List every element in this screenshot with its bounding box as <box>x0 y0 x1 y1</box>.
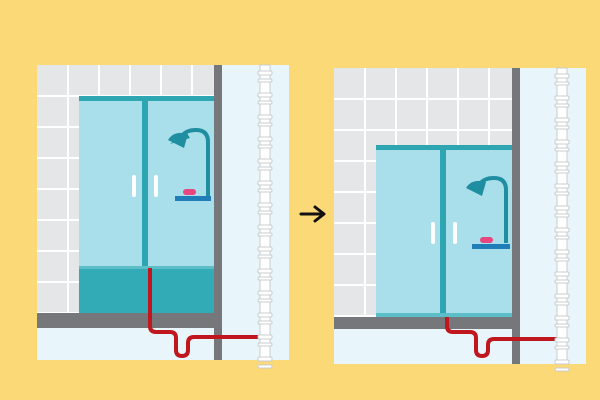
door-handle-right <box>453 222 457 244</box>
shower-frame-center <box>440 145 446 317</box>
shower-frame-center <box>142 96 148 313</box>
riser-pipe <box>257 64 273 369</box>
shower-head-icon <box>466 175 508 243</box>
wall-stud <box>512 68 520 364</box>
arrow-right-icon <box>299 205 326 223</box>
soap-dish-icon <box>175 189 211 201</box>
soap-dish-icon <box>472 237 510 249</box>
riser-pipe <box>554 67 570 372</box>
shower-floor-line <box>376 313 512 317</box>
wall-cavity <box>215 65 289 360</box>
shower-head-icon <box>168 127 210 196</box>
wall-stud <box>214 65 222 360</box>
before-panel <box>37 64 289 369</box>
drain-pipe <box>148 268 266 358</box>
floor-cavity <box>334 329 514 364</box>
shower-tray-lip <box>79 266 214 269</box>
door-handle-left <box>132 175 136 197</box>
drain-pipe <box>445 317 560 358</box>
after-panel <box>334 67 586 372</box>
door-handle-left <box>431 222 435 244</box>
wall-cavity <box>514 68 586 364</box>
door-handle-right <box>154 175 158 197</box>
floor-slab <box>37 313 222 328</box>
floor-slab <box>334 317 520 329</box>
shower-tray <box>79 268 214 313</box>
